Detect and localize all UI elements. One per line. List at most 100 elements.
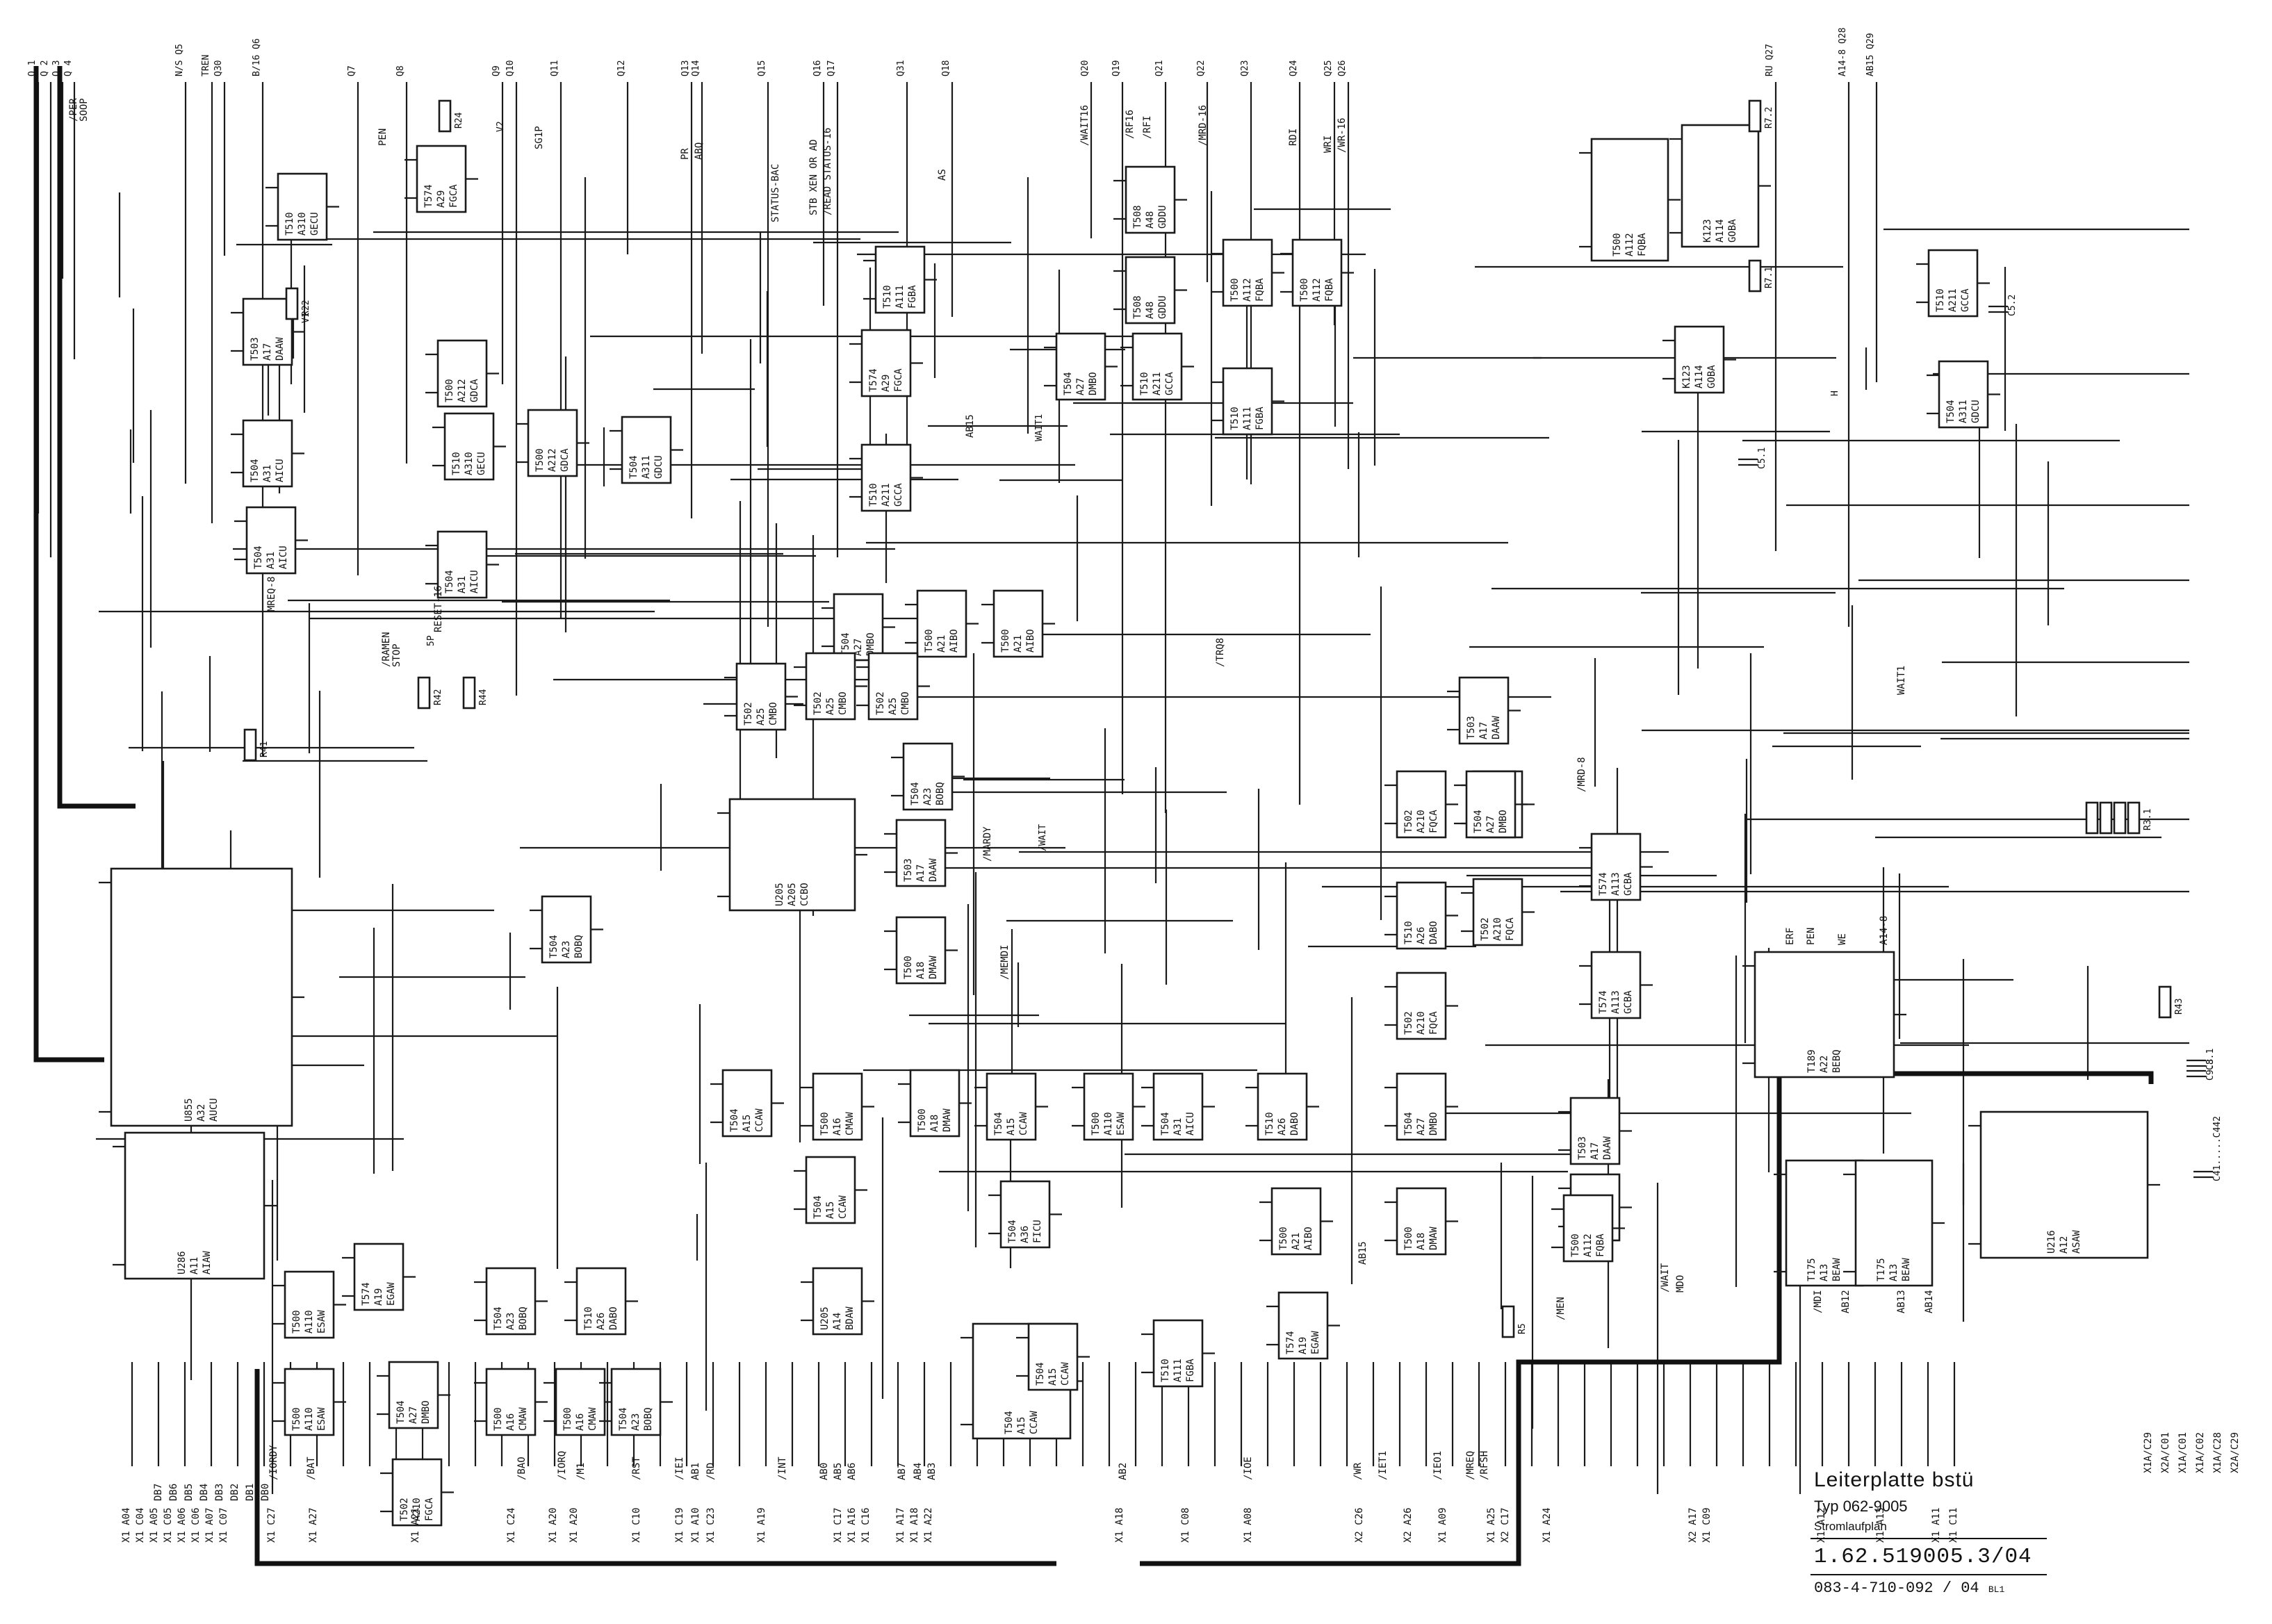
component-type: T510 [882,285,893,309]
net-label: WRI [1323,136,1334,153]
net-label: MDO [1675,1275,1686,1293]
connector-label: X2 C26 [1354,1507,1365,1543]
passive-label: R5 [1517,1323,1528,1334]
component-code: FGBA [907,285,918,309]
connector-label: X1 C06 [190,1507,202,1543]
top-signal-label: Q8 [395,65,406,76]
component-code: EGAW [386,1282,397,1306]
connector-label: X1 A09 [1437,1507,1448,1543]
component-body [1270,1187,1322,1256]
component-ref: A26 [1416,927,1427,944]
net-label: /TRQ8 [1215,638,1226,667]
connector-label: X1 C19 [674,1507,685,1543]
net-label: AB2 [1118,1463,1129,1480]
component-ref: A22 [1819,1056,1830,1073]
component-type: T574 [1598,872,1609,896]
passive-label: /WAIT [1038,824,1048,851]
component-code: CMBO [837,691,849,715]
passive-r41: R41 [243,728,270,762]
component-type: T500 [1000,629,1011,653]
passive-label: WAIT1 [1034,414,1045,441]
component-type: T504 [253,546,264,569]
component-code: AIBO [1025,629,1036,653]
component-body [735,662,787,731]
top-signal-label: Q23 [1240,60,1250,76]
component-type: T500 [819,1112,831,1135]
net-label: PEN [1806,928,1817,945]
net-label: /RF16 [1125,110,1136,139]
component-body [812,1267,863,1336]
component-ref: A23 [505,1313,516,1330]
component-ref: A110 [304,1310,315,1334]
component-code: FGCA [448,184,459,208]
component-code: FICU [1032,1220,1043,1243]
component-code: GDDU [1157,205,1168,229]
component-code: FGBA [1185,1359,1196,1382]
component-ref: A25 [755,708,767,725]
connector-label: X1 A17 [895,1507,906,1543]
net-label: AB15 [1357,1241,1368,1265]
net-label: AB0 [819,1463,830,1480]
net-label: /MRD-8 [1576,757,1587,792]
passive-label: 5P [426,635,436,646]
net-label: /MEN [1555,1297,1567,1320]
connector-label: X1 A24 [1542,1507,1553,1543]
component-ref: A15 [1016,1417,1027,1434]
component-ref: A27 [408,1406,419,1424]
component-body [388,1361,439,1429]
component-ref: A205 [787,883,798,906]
component-code: FGBA [1254,407,1266,430]
component-code: FGCA [424,1498,435,1521]
net-label: ERF [1785,928,1796,945]
component-type: T502 [1480,917,1491,941]
connector-label: X1A/C28 [2212,1432,2223,1473]
resistor-body [438,99,452,133]
component-ref: A17 [262,343,273,361]
net-label: /MARDY [982,826,993,862]
component-body [1055,332,1106,401]
net-label: /IORDY [268,1445,279,1480]
component-ref: A31 [457,576,468,593]
component-code: DMAW [942,1108,953,1132]
component-ref: A13 [1888,1264,1899,1281]
top-signal-label: Q20 [1080,60,1090,76]
component-ref: A29 [436,190,447,208]
component-body [986,1072,1037,1141]
connector-label: X1 A13 [1875,1507,1886,1543]
connector-label: X1 A21 [410,1507,421,1543]
bus-line [33,66,104,1063]
component-type: T504 [250,459,261,482]
component-code: AICU [275,459,286,482]
component-ref: A110 [304,1407,315,1431]
top-signal-label: Q16 [812,60,823,76]
top-signal-label: Q9 [491,65,502,76]
component-code: CCAW [837,1195,849,1219]
top-signal-label: Q15 [757,60,767,76]
net-label: /PER [68,98,79,122]
component-ref: A112 [1624,233,1635,256]
component-body [485,1368,537,1436]
component-ref: A31 [1172,1118,1184,1135]
drawing-number: 1.62.519005.3/04 [1814,1545,2032,1569]
passive-label: H [1830,391,1840,396]
passive-label: R7.2 [1764,107,1774,129]
component-ref: A15 [1006,1118,1017,1135]
component-ref: A114 [1715,219,1726,243]
passive-label: R43 [2174,999,2184,1015]
component-code: FQBA [1324,278,1335,302]
component-code: FQCA [1428,810,1439,833]
